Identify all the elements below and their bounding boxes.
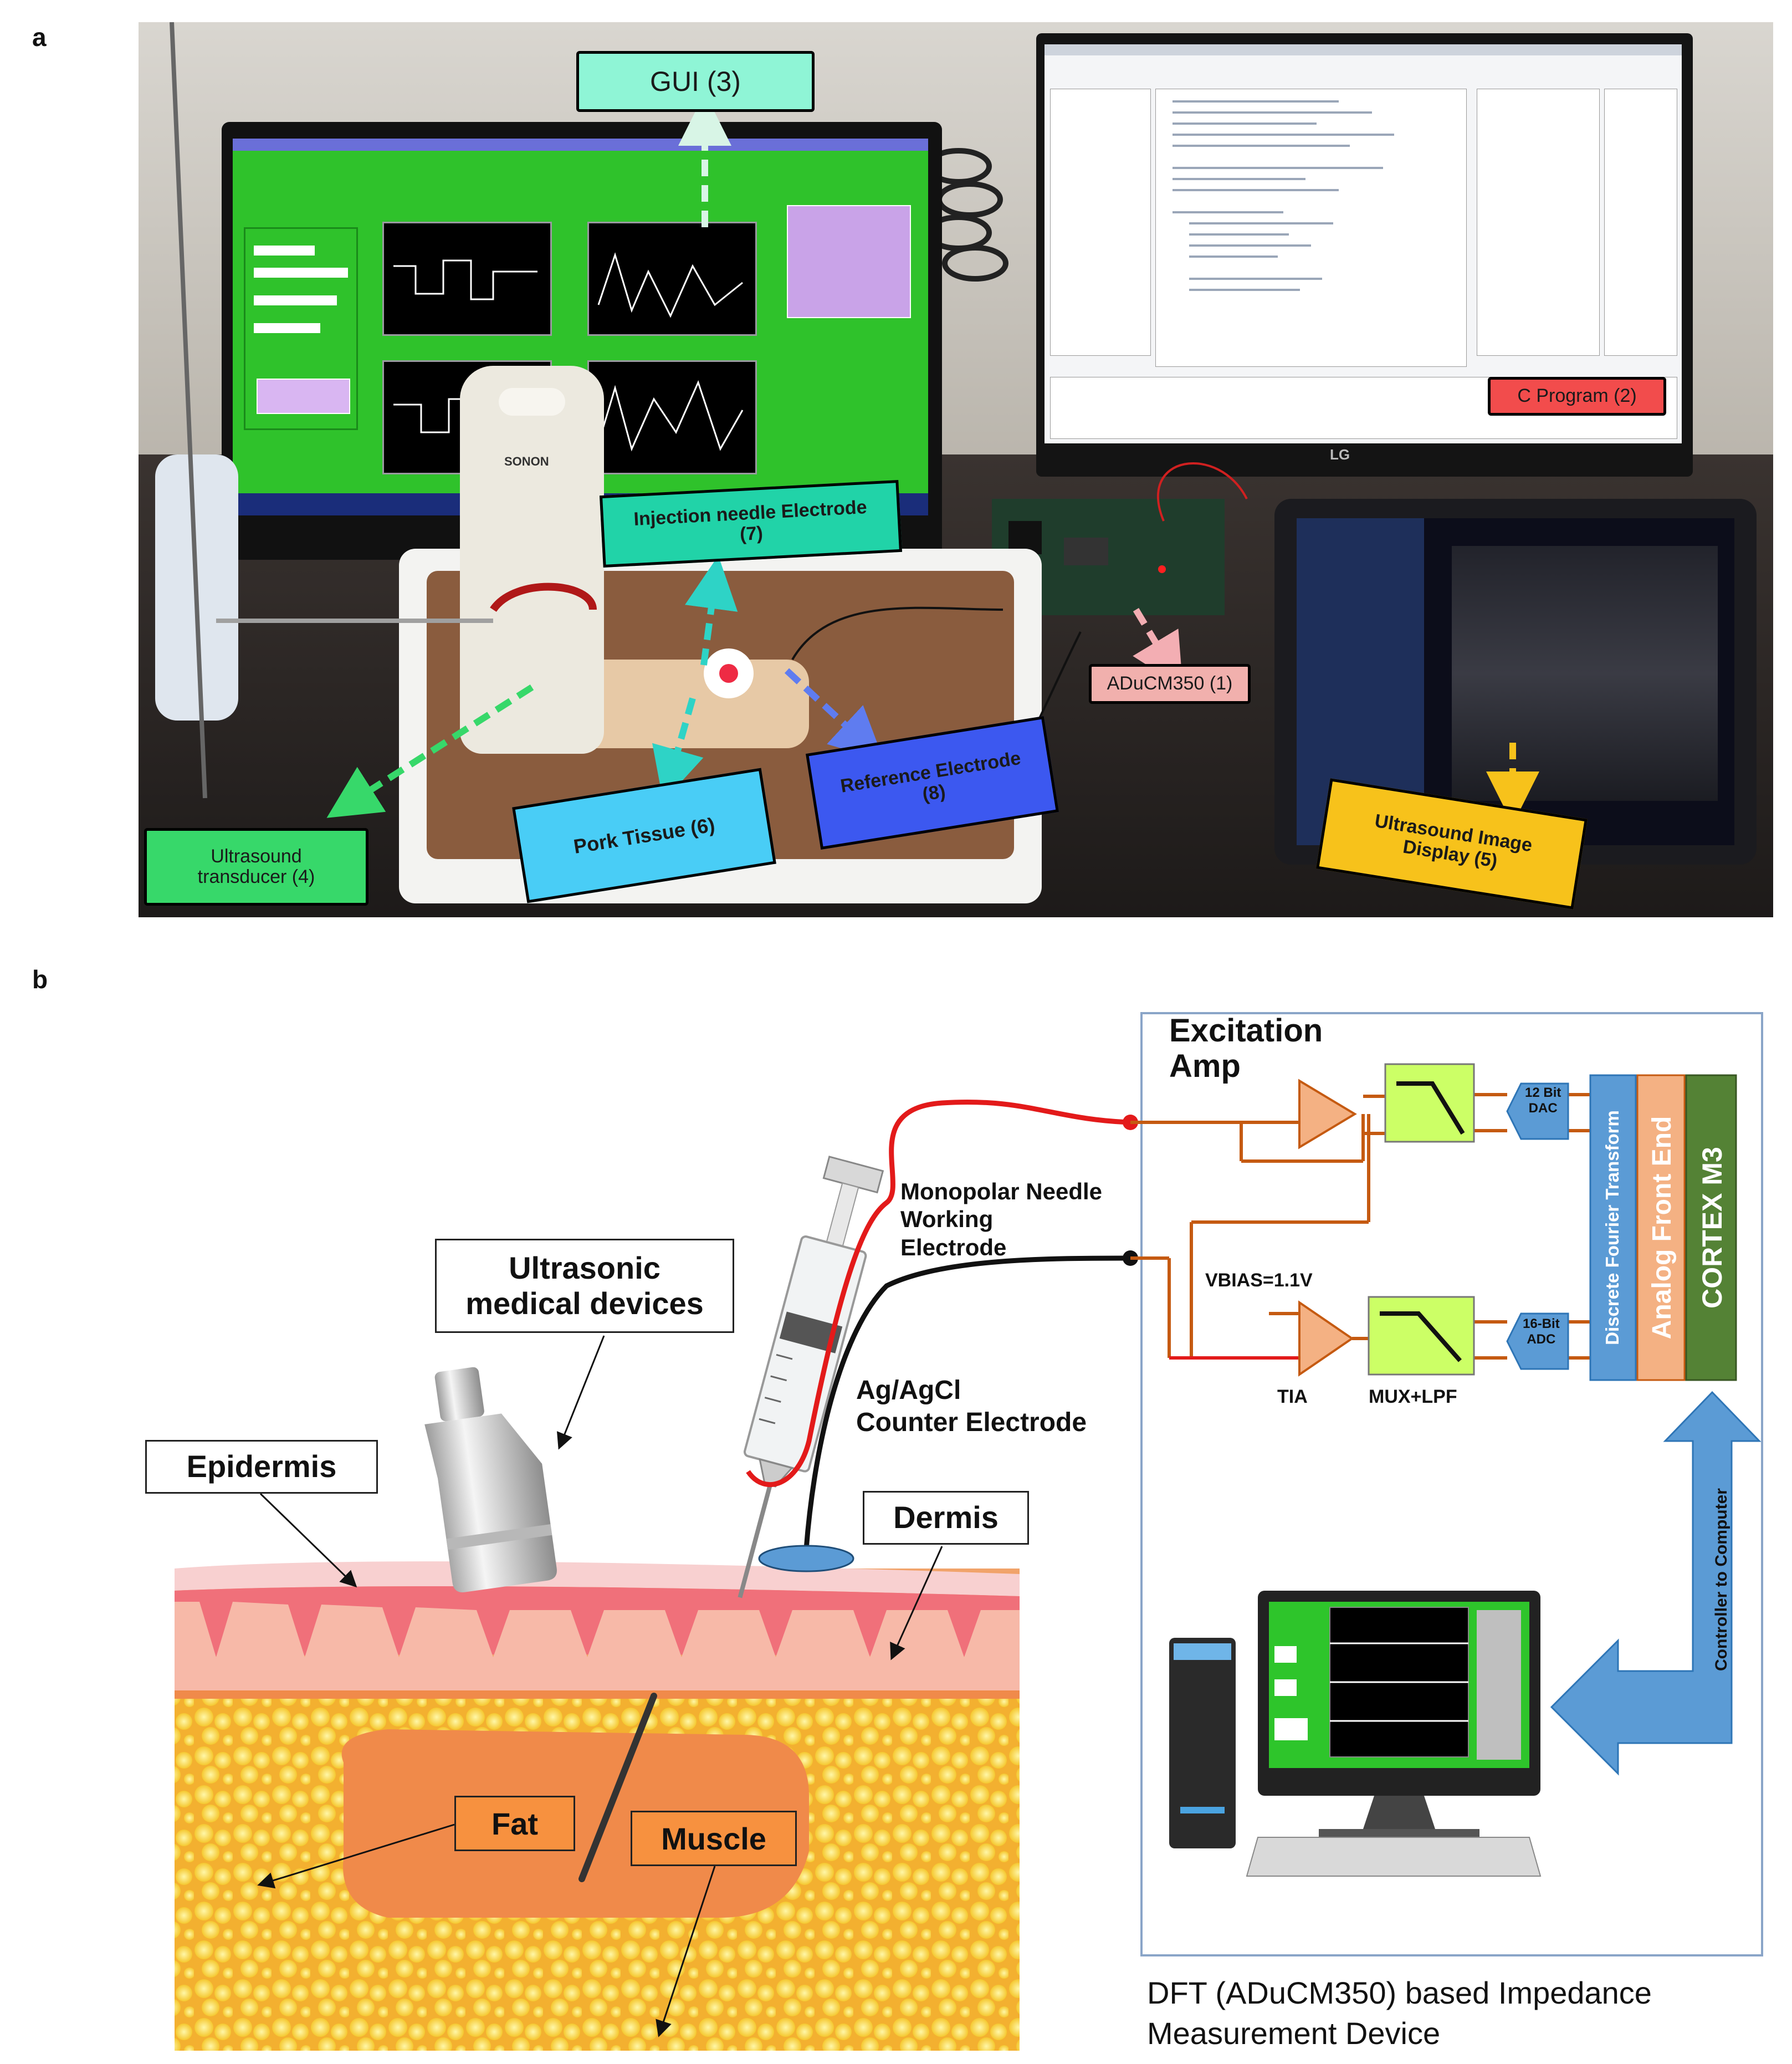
- gui-plot-1: [382, 222, 552, 336]
- callout-c-program: C Program (2): [1488, 377, 1666, 416]
- label-controller-to-computer: Controller to Computer: [1712, 1488, 1730, 1671]
- photo-arrows: [326, 93, 1539, 825]
- ultrasound-screen: [1297, 518, 1734, 845]
- gui-plot-2: [587, 222, 757, 336]
- callout-aducm350: ADuCM350 (1): [1089, 664, 1251, 704]
- label-needle-electrode: Monopolar Needle Working Electrode: [900, 1178, 1103, 1260]
- label-cortex: CORTEX M3: [1697, 1147, 1728, 1309]
- gui-data-table: [787, 205, 911, 318]
- label-dft: Discrete Fourier Transform: [1602, 1110, 1622, 1345]
- label-dermis: Dermis: [863, 1491, 1029, 1545]
- ultrasonic-device-drawing: [424, 1367, 557, 1592]
- reference-electrode-pad: [704, 648, 754, 698]
- experimental-setup-photo: LG SONON: [139, 22, 1773, 917]
- ide-project-tree: [1050, 89, 1151, 356]
- label-epidermis: Epidermis: [145, 1440, 378, 1494]
- mux-lpf-filter: [1368, 1296, 1475, 1376]
- device-caption: DFT (ADuCM350) based Impedance Measureme…: [1147, 1975, 1652, 2051]
- circuit-wiring: [1130, 1093, 1590, 1360]
- callout-ultrasound-transducer: Ultrasound transducer (4): [144, 828, 368, 906]
- label-muscle: Muscle: [631, 1811, 797, 1866]
- needle-wire-red: [746, 1099, 1131, 1488]
- needle-in-tissue: [578, 1693, 657, 1882]
- label-counter-electrode: Ag/AgCl Counter Electrode: [856, 1376, 1087, 1437]
- gui-waveforms: [393, 252, 744, 452]
- cortex-block: [1685, 1074, 1737, 1381]
- skin-cross-section: [175, 1561, 1020, 2051]
- computer-illustration: [1169, 1591, 1542, 1877]
- monitor-brand: LG: [1330, 446, 1350, 463]
- counter-wire-black: [803, 1255, 1131, 1550]
- dft-block: [1589, 1074, 1637, 1381]
- label-adc: 16-Bit ADC: [1523, 1316, 1560, 1347]
- label-ultrasonic-devices: Ultrasonic medical devices: [435, 1239, 734, 1333]
- afe-block: [1636, 1074, 1686, 1381]
- label-mux-lpf: MUX+LPF: [1369, 1386, 1457, 1407]
- gui-plot-4: [587, 360, 757, 474]
- dac-block: [1506, 1082, 1569, 1140]
- label-afe: Analog Front End: [1647, 1116, 1677, 1340]
- syringe-drawing: [738, 1156, 884, 1598]
- label-vbias: VBIAS=1.1V: [1205, 1270, 1313, 1291]
- ide-screen: [1045, 44, 1682, 443]
- label-tia: TIA: [1277, 1386, 1308, 1407]
- excitation-amplifier: [1298, 1079, 1357, 1149]
- panel-b-letter: b: [32, 965, 48, 994]
- label-fat: Fat: [454, 1796, 575, 1851]
- adc-block: [1506, 1312, 1569, 1370]
- label-excitation-amp: Excitation Amp: [1169, 1013, 1323, 1084]
- ide-code-editor: [1155, 89, 1467, 367]
- counter-electrode-pad: [758, 1545, 854, 1572]
- controller-arrow: [1550, 1391, 1762, 1776]
- tia-amplifier: [1298, 1300, 1354, 1377]
- probe-brand: SONON: [504, 454, 549, 468]
- panel-a-letter: a: [32, 23, 47, 52]
- label-dac: 12 Bit DAC: [1525, 1085, 1561, 1116]
- gui-titlebar: [233, 139, 928, 151]
- callout-gui: GUI (3): [576, 51, 815, 112]
- gui-control-panel: [244, 227, 358, 430]
